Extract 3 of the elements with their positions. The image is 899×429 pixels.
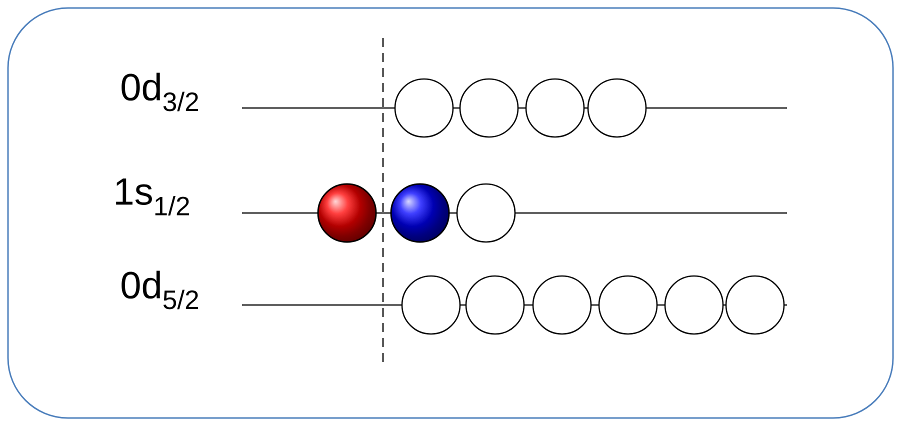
level-label: 1s$_{1/2}$ [116,178,189,216]
level-label: 0d$_{3/2}$ [122,72,198,112]
level-label: 0d$_{5/2}$ [122,270,198,310]
